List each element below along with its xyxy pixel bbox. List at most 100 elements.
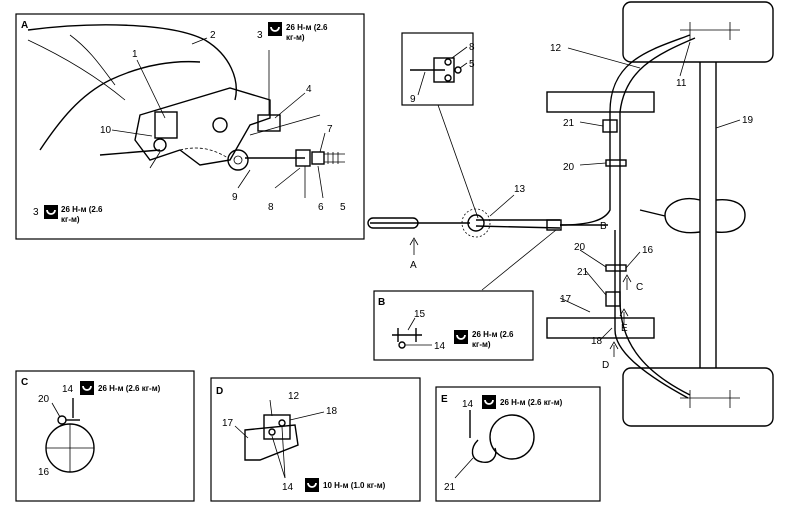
label-main-20-bottom: 20 [574, 242, 586, 253]
torque-e: 26 Н-м (2.6 кг-м) [500, 398, 563, 407]
inset-e-frame [435, 386, 601, 502]
inset-a: A 1 2 3 [15, 13, 365, 240]
cable-rear-top [609, 34, 691, 113]
label-detail-5: 5 [469, 59, 475, 70]
label-d-14: 14 [282, 482, 294, 493]
cable-left-side [619, 112, 691, 396]
label-main-b: B [600, 221, 607, 232]
label-a-3-bottom: 3 [33, 207, 39, 218]
inset-d-letter: D [216, 386, 223, 397]
bolt-top [257, 114, 281, 132]
torque-c: 26 Н-м (2.6 кг-м) [98, 384, 161, 393]
brake-unit-top [680, 22, 740, 40]
label-d-18: 18 [326, 406, 338, 417]
frame-rail-bottom [546, 317, 655, 339]
threaded-rod [324, 152, 345, 164]
inset-c-letter: C [21, 377, 28, 388]
inset-b-frame [373, 290, 534, 361]
arrow-a [409, 237, 419, 255]
body-panel-line [27, 24, 237, 101]
label-main-11: 11 [676, 78, 687, 89]
label-a-4: 4 [306, 84, 312, 95]
label-e-14: 14 [462, 399, 474, 410]
label-a-3-top: 3 [257, 30, 263, 41]
label-main-12: 12 [550, 43, 562, 54]
bracket-hole [212, 117, 228, 133]
label-a-9: 9 [232, 192, 238, 203]
label-main-19: 19 [742, 115, 754, 126]
torque-d: 10 Н-м (1.0 кг-м) [323, 481, 386, 490]
label-d-12: 12 [288, 391, 300, 402]
torque-a-bottom-line2: кг-м) [61, 215, 80, 224]
chassis-view: 12 11 19 21 20 13 B 20 16 21 C 17 E 18 D… [367, 1, 774, 427]
label-a-2: 2 [210, 30, 216, 41]
label-b-14: 14 [434, 341, 446, 352]
wheel-top [622, 1, 774, 63]
label-main-18: 18 [591, 336, 603, 347]
inset-d-frame-rail [244, 424, 299, 461]
lever-bracket [134, 87, 271, 166]
label-main-20-top: 20 [563, 162, 575, 173]
inset-b-bracket [392, 328, 422, 342]
cable-joint [546, 219, 562, 231]
equalizer-main [467, 214, 485, 232]
bracket-pivot [227, 149, 249, 171]
inset-c: C 14 20 16 26 Н-м (2.6 кг-м) [15, 370, 195, 502]
label-main-a: A [410, 260, 417, 271]
detail-pointer [437, 104, 479, 219]
torque-wrench-icon [305, 478, 319, 492]
hand-lever [367, 217, 419, 229]
clip-21-bottom [605, 291, 621, 307]
label-d-17: 17 [222, 418, 234, 429]
label-c-20: 20 [38, 394, 50, 405]
label-a-6: 6 [318, 202, 324, 213]
detail-bracket [433, 57, 455, 83]
inset-detail-equalizer: 8 5 9 [401, 32, 479, 219]
label-main-c: C [636, 282, 643, 293]
label-a-10: 10 [100, 125, 112, 136]
adjuster-nut [311, 151, 325, 165]
inset-a-frame [15, 13, 365, 240]
arrow-e [619, 308, 629, 324]
inset-b: B 15 14 26 Н-м (2.6 кг-м) [373, 290, 534, 361]
inset-b-pointer [481, 229, 557, 291]
label-main-d: D [602, 360, 609, 371]
differential [664, 198, 701, 234]
inset-a-letter: A [21, 20, 28, 31]
torque-wrench-icon [268, 22, 282, 36]
label-main-21-top: 21 [563, 118, 575, 129]
inset-d-frame [210, 377, 421, 502]
torque-b-line1: 26 Н-м (2.6 [472, 330, 514, 339]
lever-switch [154, 111, 178, 139]
label-main-21-bottom: 21 [577, 267, 589, 278]
arrow-d [609, 341, 619, 357]
inset-e-clip [471, 439, 497, 463]
torque-b-line2: кг-м) [472, 340, 491, 349]
brake-unit-bottom [680, 390, 740, 408]
label-e-21: 21 [444, 482, 456, 493]
label-a-7: 7 [327, 124, 333, 135]
label-b-15: 15 [414, 309, 426, 320]
label-main-e: E [621, 323, 628, 334]
arrow-c [622, 274, 632, 290]
inset-b-letter: B [378, 297, 385, 308]
torque-a-top-line2: кг-м) [286, 33, 305, 42]
inset-e-letter: E [441, 394, 448, 405]
torque-a-top-line1: 26 Н-м (2.6 [286, 23, 328, 32]
torque-wrench-icon [80, 381, 94, 395]
label-detail-9: 9 [410, 94, 416, 105]
torque-wrench-icon [44, 205, 58, 219]
label-main-17: 17 [560, 294, 572, 305]
equalizer [295, 149, 311, 167]
torque-wrench-icon [454, 330, 468, 344]
label-a-5: 5 [340, 202, 346, 213]
inset-d-bracket [263, 414, 291, 440]
body-panel-inner [39, 60, 201, 151]
inset-e: E 14 21 26 Н-м (2.6 кг-м) [435, 386, 601, 502]
detail-frame [401, 32, 474, 106]
body-panel-edge [27, 39, 126, 101]
inset-d: D 12 18 17 14 10 Н-м (1.0 кг-м) [210, 377, 421, 502]
torque-wrench-icon [482, 395, 496, 409]
label-c-16: 16 [38, 467, 50, 478]
